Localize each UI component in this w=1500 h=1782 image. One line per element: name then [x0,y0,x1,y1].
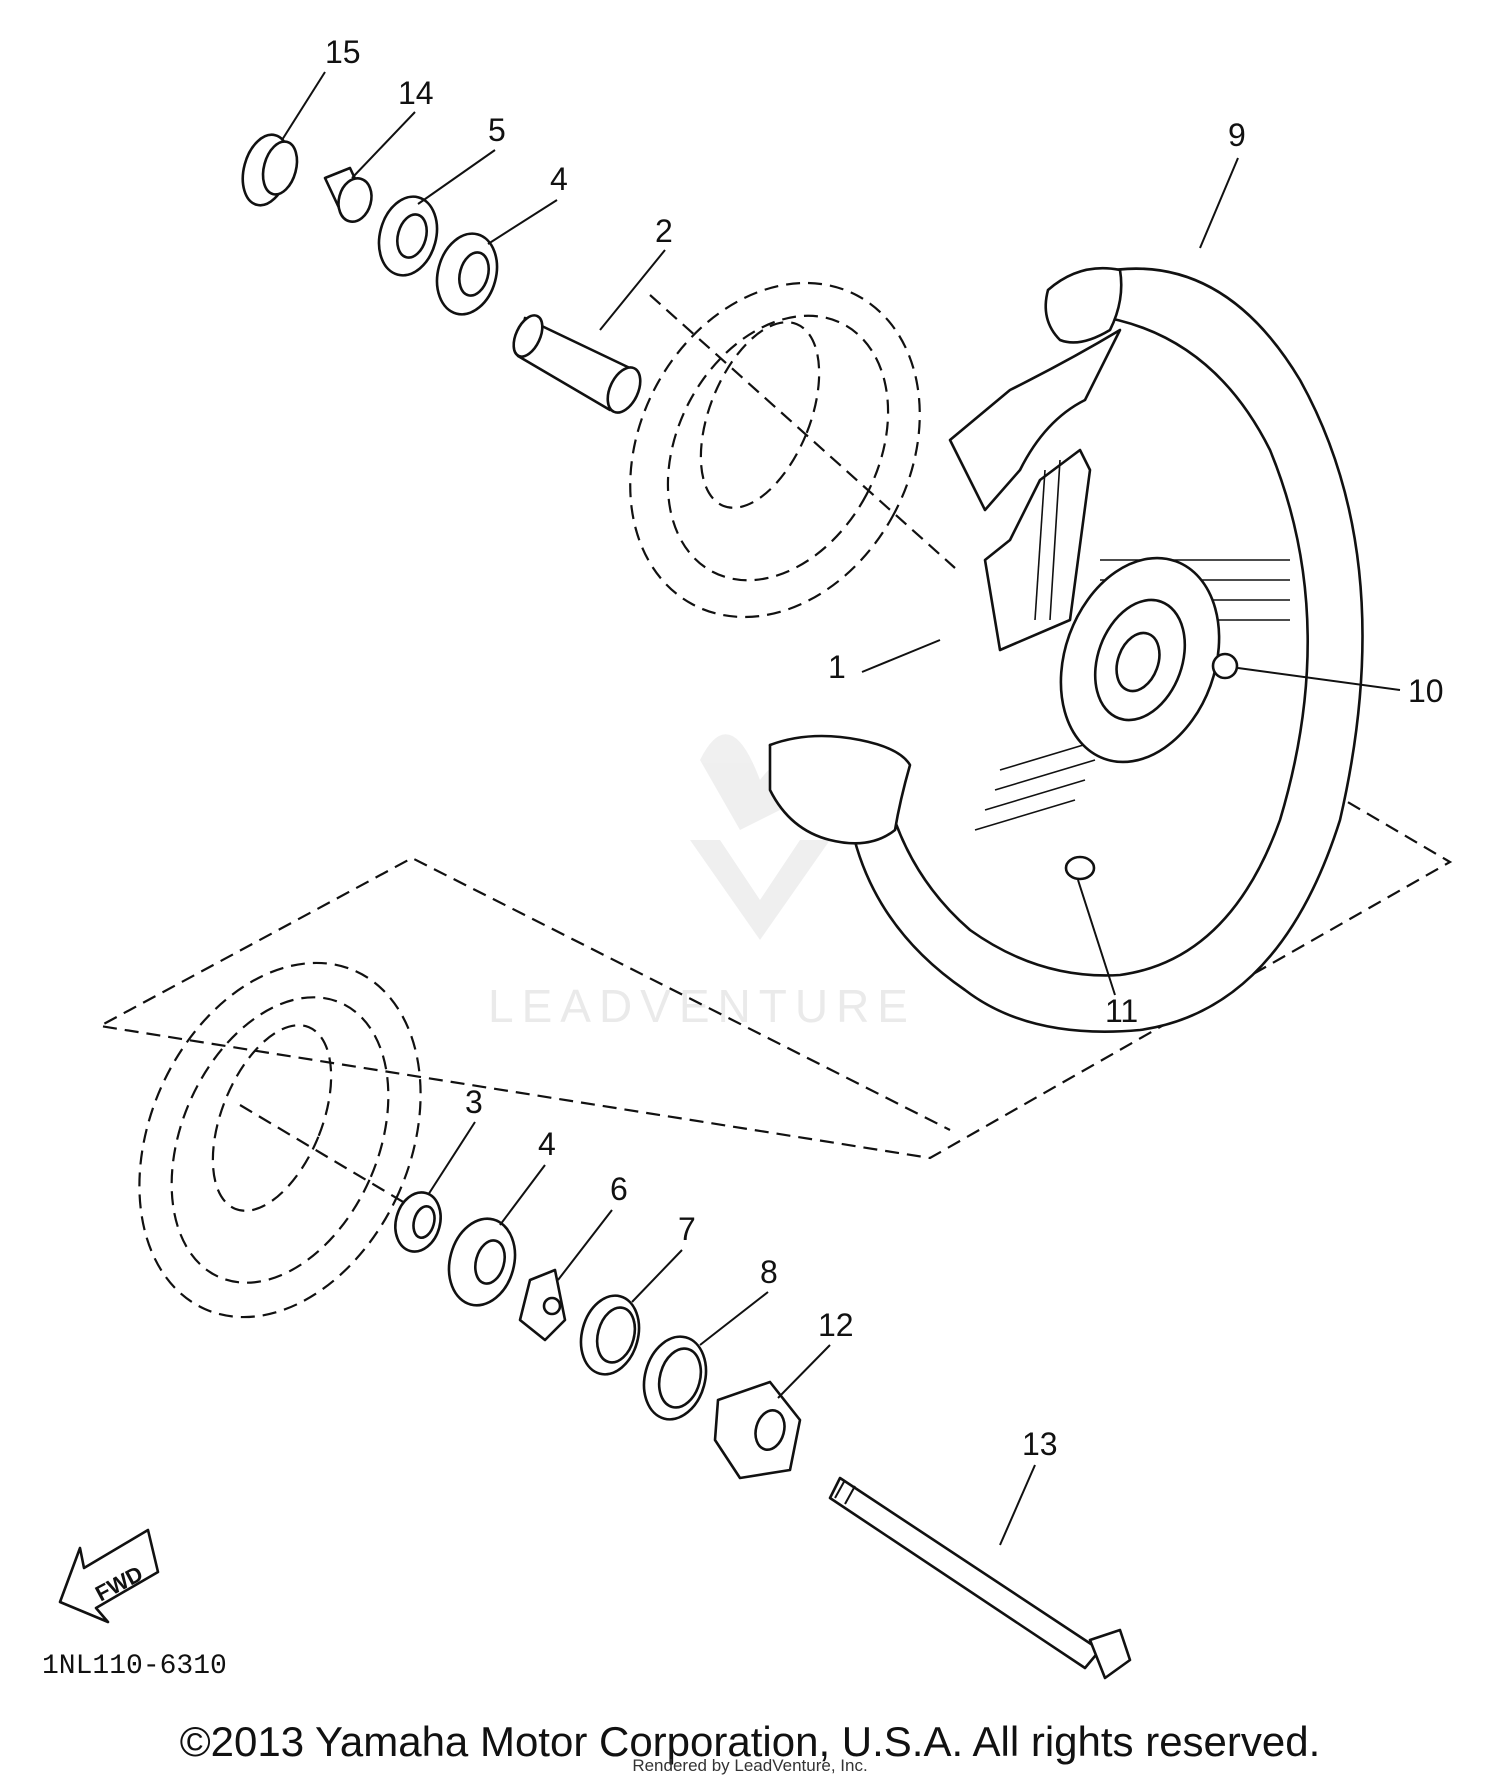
watermark-text: LEADVENTURE [488,980,916,1032]
cast-wheel [768,266,1364,1033]
callout-7: 7 [678,1211,696,1247]
diagram-part-code: 1NL110-6310 [42,1651,227,1682]
leadventure-watermark-logo: LEADVENTURE [488,734,916,1032]
part-14-collar [323,166,373,223]
callout-4-lower: 4 [538,1126,556,1162]
brake-disc-upper [629,281,921,619]
callout-11: 11 [1105,993,1138,1029]
rendered-by-notice: Rendered by LeadVenture, Inc. [632,1756,868,1775]
callout-labels: 15 14 5 4 2 9 1 10 11 3 4 6 7 8 12 13 [325,34,1444,1462]
callout-10: 10 [1408,673,1444,709]
callout-6: 6 [610,1171,628,1207]
callout-14: 14 [398,75,434,111]
callout-5: 5 [488,112,506,148]
callout-13: 13 [1022,1426,1058,1462]
brake-disc-lower [138,961,422,1319]
part-12-meter-gear-unit [713,1380,802,1480]
part-3-collar [394,1191,442,1253]
part-4-bearing-lower [447,1217,517,1307]
part-5-bearing [377,195,439,277]
copyright-notice: ©2013 Yamaha Motor Corporation, U.S.A. A… [179,1718,1321,1765]
callout-15: 15 [325,34,361,70]
callout-3: 3 [465,1084,483,1120]
part-15-dust-seal [241,133,299,207]
part-2-spacer [512,314,642,414]
part-8-washer [642,1335,708,1421]
callout-2: 2 [655,213,673,249]
part-4-bearing-upper [435,232,499,316]
callout-leader-lines [281,71,1401,1546]
fwd-direction-arrow: FWD [58,1528,160,1624]
callout-1: 1 [828,649,846,685]
callout-4-upper: 4 [550,161,568,197]
part-6-meter-clutch [518,1268,567,1342]
assembly-axis-lines [96,294,1453,1216]
part-13-wheel-axle [828,1476,1132,1680]
part-7-oil-seal [579,1294,641,1376]
callout-9: 9 [1228,117,1246,153]
callout-8: 8 [760,1254,778,1290]
callout-12: 12 [818,1307,854,1343]
